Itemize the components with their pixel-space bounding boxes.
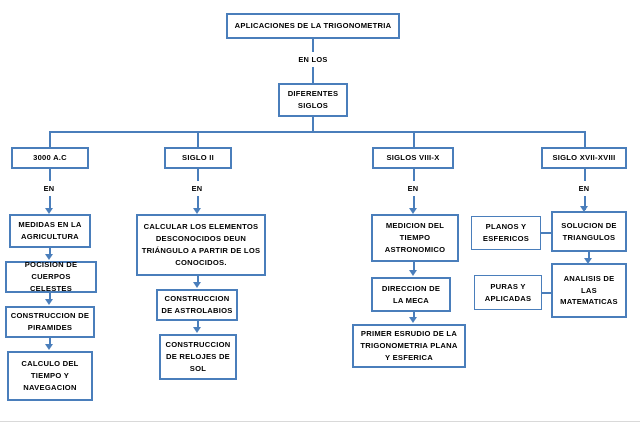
connector-drop-period-3 [413, 131, 415, 147]
node-c3-primer-estudio-trigonometria[interactable]: PRIMER ESRUDIO DE LA TRIGONOMETRIA PLANA… [352, 324, 466, 368]
arrow-p3 [409, 208, 417, 214]
connector-label-en-3: EN [407, 184, 419, 193]
arrow-p4 [580, 206, 588, 212]
arrow-c4-1 [584, 258, 592, 264]
connector-c1-2 [49, 293, 51, 301]
node-period-3000-ac[interactable]: 3000 A.C [11, 147, 89, 169]
connector-c1-1 [49, 248, 51, 256]
connector-c1-3 [49, 338, 51, 346]
connector-p3-a [413, 169, 415, 181]
connector-root-down-b [312, 67, 314, 83]
connector-c2-1 [197, 276, 199, 284]
connector-p4-a [584, 169, 586, 181]
node-period-siglos-viii-x[interactable]: SIGLOS VIII-X [372, 147, 454, 169]
connector-root-down-a [312, 39, 314, 52]
node-period-siglo-xvii-xviii[interactable]: SIGLO XVII-XVIII [541, 147, 627, 169]
connector-c3-1 [413, 262, 415, 272]
node-c2-calcular-elementos[interactable]: CALCULAR LOS ELEMENTOS DESCONOCIDOS DEUN… [136, 214, 266, 276]
arrow-c2-2 [193, 327, 201, 333]
connector-drop-period-4 [584, 131, 586, 147]
node-c4-analisis-matematicas[interactable]: ANALISIS DE LAS MATEMATICAS [551, 263, 627, 318]
connector-p3-b [413, 196, 415, 210]
node-root[interactable]: APLICACIONES DE LA TRIGONOMETRIA [226, 13, 400, 39]
node-c4-solucion-triangulos[interactable]: SOLUCION DE TRIANGULOS [551, 211, 627, 252]
node-c2-construccion-relojes-sol[interactable]: CONSTRUCCION DE RELOJES DE SOL [159, 334, 237, 380]
connector-c3-2 [413, 312, 415, 320]
arrow-c1-3 [45, 344, 53, 350]
node-hub-diferentes-siglos[interactable]: DIFERENTES SIGLOS [278, 83, 348, 117]
node-c2-construccion-astrolabios[interactable]: CONSTRUCCION DE ASTROLABIOS [156, 289, 238, 321]
arrow-c1-1 [45, 254, 53, 260]
connector-p1-a [49, 169, 51, 181]
connector-hub-down [312, 117, 314, 131]
connector-c4-1 [588, 252, 590, 261]
node-c1-medidas-agricultura[interactable]: MEDIDAS EN LA AGRICULTURA [9, 214, 91, 248]
node-c4-side-puras-aplicadas[interactable]: PURAS Y APLICADAS [474, 275, 542, 310]
connector-label-en-4: EN [578, 184, 590, 193]
connector-drop-period-2 [197, 131, 199, 147]
node-c1-pocision-cuerpos[interactable]: POCISION DE CUERPOS CELESTES [5, 260, 97, 293]
connector-side-puras [542, 292, 553, 294]
connector-p4-b [584, 196, 586, 210]
connector-label-en-2: EN [191, 184, 203, 193]
arrow-p1 [45, 208, 53, 214]
node-c3-direccion-la-meca[interactable]: DIRECCION DE LA MECA [371, 277, 451, 312]
connector-drop-period-1 [49, 131, 51, 147]
node-c4-side-planos-esfericos[interactable]: PLANOS Y ESFERICOS [471, 216, 541, 250]
connector-side-planos [541, 232, 553, 234]
connector-p2-a [197, 169, 199, 181]
connector-c2-2 [197, 321, 199, 329]
connector-distribution-bar [49, 131, 584, 133]
arrow-c2-1 [193, 282, 201, 288]
connector-p1-b [49, 196, 51, 210]
node-period-siglo-ii[interactable]: SIGLO II [164, 147, 232, 169]
arrow-c1-2 [45, 299, 53, 305]
connector-label-en-los: EN LOS [298, 55, 328, 64]
node-c1-calculo-tiempo-navegacion[interactable]: CALCULO DEL TIEMPO Y NAVEGACION [7, 351, 93, 401]
arrow-c3-2 [409, 317, 417, 323]
arrow-c3-1 [409, 270, 417, 276]
arrow-p2 [193, 208, 201, 214]
connector-p2-b [197, 196, 199, 210]
node-c1-construccion-piramides[interactable]: CONSTRUCCION DE PIRAMIDES [5, 306, 95, 338]
connector-label-en-1: EN [43, 184, 55, 193]
node-c3-medicion-tiempo-astronomico[interactable]: MEDICION DEL TIEMPO ASTRONOMICO [371, 214, 459, 262]
